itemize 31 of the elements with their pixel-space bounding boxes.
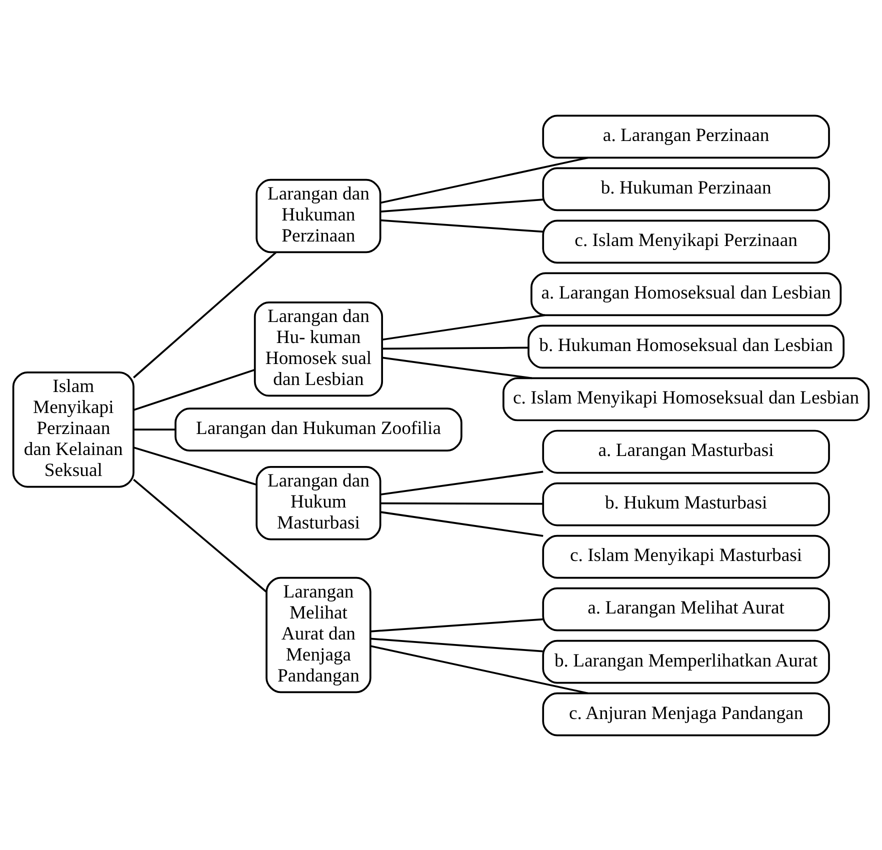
connector	[133, 478, 267, 592]
connector	[133, 251, 277, 378]
node-box: b. Hukum Masturbasi	[542, 482, 830, 526]
connector	[382, 356, 532, 379]
connector	[133, 368, 255, 410]
node-box: a. Larangan Melihat Aurat	[542, 586, 830, 631]
node-box: b. Larangan Memperlihatkan Aurat	[542, 639, 830, 684]
node-box: c. Islam Menyikapi Homoseksual dan Lesbian	[502, 376, 870, 421]
node-box: a. Larangan Masturbasi	[542, 429, 830, 474]
node-box: Larangan dan Hu- kuman Homosek sual dan Lesbian	[254, 300, 383, 396]
connector	[380, 502, 544, 504]
node-box: Larangan dan Hukum Masturbasi	[256, 466, 382, 540]
node-box: c. Islam Menyikapi Perzinaan	[542, 219, 830, 264]
node-box: Larangan Melihat Aurat dan Menjaga Pandangan	[266, 576, 372, 693]
node-box: c. Islam Menyikapi Masturbasi	[542, 534, 830, 578]
node-box: a. Larangan Homoseksual dan Lesbian	[530, 272, 842, 316]
connector	[380, 218, 544, 232]
connector	[133, 446, 257, 486]
node-box: Islam Menyikapi Perzinaan dan Kelainan Seksual	[12, 370, 134, 488]
node-box: Larangan dan Hukuman Zoofilia	[174, 407, 462, 452]
connector	[382, 346, 528, 350]
connector	[370, 618, 543, 632]
node-box: c. Anjuran Menjaga Pandangan	[542, 692, 830, 736]
connector	[380, 470, 544, 495]
node-box: Larangan dan Hukuman Perzinaan	[256, 178, 382, 253]
connector	[134, 428, 176, 430]
connector	[380, 198, 544, 212]
node-box: b. Hukuman Homoseksual dan Lesbian	[528, 324, 845, 368]
node-box: b. Hukuman Perzinaan	[542, 166, 830, 211]
node-box: a. Larangan Perzinaan	[542, 114, 830, 158]
connector	[370, 637, 543, 652]
